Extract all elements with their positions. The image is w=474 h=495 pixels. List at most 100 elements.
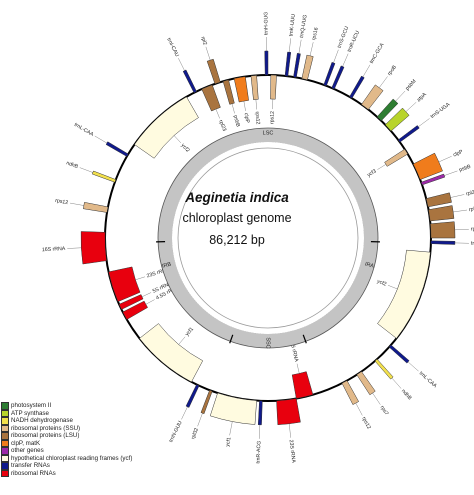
gene-label: rps16 [311, 27, 320, 41]
gene-block [91, 170, 117, 183]
gene-label: rps12 [55, 198, 69, 206]
region-boundary [302, 334, 307, 344]
legend-swatch [1, 402, 9, 410]
gene-label: trnL-CAA [418, 371, 438, 390]
legend-swatch [1, 409, 9, 417]
gene-block [139, 323, 204, 383]
gene-blocks [80, 50, 456, 426]
gene-tick [362, 64, 371, 77]
gene-label: 16S rRNA [288, 338, 299, 363]
gene-label: ndhB [400, 388, 413, 401]
gene-tick [178, 336, 186, 345]
gene-block [388, 344, 410, 364]
gene-label: psbM [405, 78, 418, 91]
gene-label: psbB [458, 164, 472, 174]
gene-tick [231, 103, 235, 114]
gene-tick [387, 285, 398, 290]
gene-tick [288, 38, 291, 53]
gene-block [108, 266, 141, 303]
gene-label: clpP [452, 149, 464, 159]
gene-tick [79, 167, 93, 173]
gene-block [331, 65, 345, 90]
gene-label: 16S rRNA [42, 246, 66, 253]
gene-block [377, 249, 431, 339]
legend-item: ribosomal proteins (SSU) [1, 424, 132, 432]
gene-block [83, 202, 109, 213]
gene-label: trnC-GCA [369, 42, 386, 65]
gene-label: psbB [232, 115, 241, 128]
gene-tick [181, 406, 188, 420]
legend-item: other genes [1, 447, 132, 455]
gene-label: ycf1 [184, 326, 195, 337]
gene-block [206, 58, 221, 85]
legend-label: hypothetical chloroplast reading frames … [11, 454, 133, 462]
gene-tick [438, 156, 452, 163]
legend-swatch [1, 432, 9, 440]
inner-gray-ring [158, 128, 378, 348]
region-label-ira: IRA [364, 262, 375, 270]
gene-tick [70, 202, 84, 206]
gene-block [276, 398, 301, 426]
gene-tick [355, 403, 363, 416]
gene-block [384, 107, 410, 132]
gene-block [80, 231, 107, 265]
gene-tick [298, 39, 302, 54]
gene-label: ycf2 [180, 143, 191, 154]
gene-label: rpl2 [199, 36, 207, 46]
gene-label: ycf2 [376, 279, 387, 288]
gene-tick [453, 209, 468, 213]
gene-block [397, 125, 420, 143]
gene-tick [407, 361, 419, 372]
gene-label: trnI-CAU [165, 37, 179, 58]
gene-tick [342, 53, 349, 67]
legend-swatch [1, 462, 9, 470]
gene-tick [418, 118, 430, 127]
gene-tick [255, 99, 257, 110]
region-markers: LSC IRB IRA SSC [156, 130, 380, 349]
gene-tick [333, 49, 339, 63]
legend-item: ribosomal RNAs [1, 469, 132, 477]
gene-block [301, 54, 314, 81]
legend-label: other genes [11, 447, 44, 455]
gene-block [257, 400, 263, 426]
gene-tick [173, 135, 181, 144]
gene-tick [296, 363, 300, 374]
gene-label: rpl32 [190, 427, 200, 440]
gene-label: rpoB [387, 64, 399, 77]
gene-label: trnH-GUG [263, 12, 269, 35]
gene-block [200, 389, 213, 415]
gene-block [209, 392, 257, 425]
region-label-irb: IRB [161, 261, 172, 269]
gene-block [134, 96, 199, 159]
gene-tick [391, 377, 402, 389]
gene-label: ycf1 [225, 437, 233, 448]
gene-label: atpA [416, 91, 428, 103]
legend-item: hypothetical chloroplast reading frames … [1, 454, 133, 462]
region-label-ssc: SSC [265, 337, 271, 348]
legend-label: ribosomal proteins (LSU) [11, 432, 80, 440]
genome-length: 86,212 bp [209, 233, 265, 247]
gene-block [270, 74, 277, 100]
gene-label: rpl2 [466, 190, 474, 198]
genome-description: chloroplast genome [182, 211, 292, 225]
gene-tick [450, 194, 465, 198]
region-label-lsc: LSC [263, 130, 274, 136]
gene-label: rps12 [269, 111, 275, 124]
gene-tick-layer [67, 37, 469, 439]
gene-label: trnN-GUU [168, 420, 183, 444]
gene-tick [377, 164, 386, 170]
gene-label: trnK-UUU [288, 13, 297, 36]
gene-block [105, 141, 129, 157]
gene-tick [444, 170, 458, 176]
gene-block [182, 69, 197, 94]
legend-label: transfer RNAs [11, 462, 50, 470]
inner-white-disc [177, 147, 359, 329]
gene-block [293, 53, 301, 78]
legend-label: ribosomal RNAs [11, 469, 56, 477]
gene-block [361, 84, 384, 110]
region-boundary [229, 334, 234, 344]
gene-tick [243, 101, 246, 111]
